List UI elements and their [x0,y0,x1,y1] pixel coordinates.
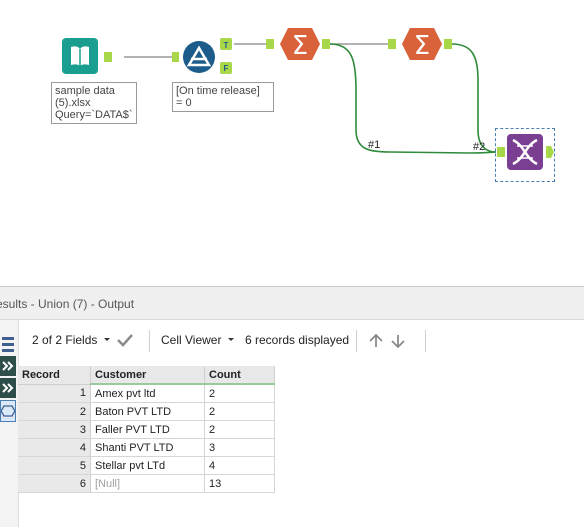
record-cell: 2 [18,402,91,421]
filter-tool-annotation: [On time release] = 0 [172,82,274,112]
connection-label-2: #2 [473,141,486,153]
fields-selector[interactable]: 2 of 2 Fields [32,333,134,347]
results-titlebar: esults - Union (7) - Output [0,286,584,320]
filter-true-anchor: T [224,41,229,50]
connection-label-1: #1 [368,139,381,151]
toolbar-divider [425,330,426,352]
anchor-input-icon[interactable] [0,378,16,398]
customer-cell[interactable]: Faller PVT LTD [90,420,205,439]
table-row[interactable]: 3 Faller PVT LTD 2 [18,420,275,439]
cell-viewer-label: Cell Viewer [161,333,222,347]
customer-cell[interactable]: Amex pvt ltd [90,384,205,403]
table-row[interactable]: 5 Stellar pvt LTd 4 [18,456,275,475]
results-toolbar: 2 of 2 Fields Cell Viewer 6 records disp… [18,324,584,358]
chevron-down-icon [228,338,235,341]
record-cell: 3 [18,420,91,439]
grid-header-row: Record Customer Count [18,366,275,385]
anchor-output-icon[interactable] [0,356,16,376]
customer-cell[interactable]: Baton PVT LTD [90,402,205,421]
customer-cell[interactable]: [Null] [90,474,205,493]
results-panel: esults - Union (7) - Output 2 of 2 Field… [0,286,584,527]
table-row[interactable]: 4 Shanti PVT LTD 3 [18,438,275,457]
records-label: 6 records displayed [245,333,350,347]
summarize-tool-1[interactable]: Σ [266,26,332,64]
results-sidebar [0,320,19,527]
count-cell[interactable]: 2 [204,384,275,403]
summarize-tool-2[interactable]: Σ [388,26,454,64]
filter-tool[interactable]: T F [172,38,236,74]
fields-label: 2 of 2 Fields [32,333,98,347]
nav-buttons [368,333,406,349]
filter-false-anchor: F [224,64,229,73]
toolbar-divider [149,330,150,352]
results-grid: Record Customer Count 1 Amex pvt ltd 2 2… [18,366,275,493]
cell-viewer-selector[interactable]: Cell Viewer [161,333,235,347]
count-cell[interactable]: 3 [204,438,275,457]
connections-layer [124,43,497,154]
table-row[interactable]: 2 Baton PVT LTD 2 [18,402,275,421]
toolbar-divider [356,330,357,352]
connection-union-input-2 [451,43,497,153]
results-title: esults - Union (7) - Output [0,297,135,311]
union-tool[interactable] [495,128,555,182]
column-header-record[interactable]: Record [18,366,91,385]
arrow-down-icon[interactable] [390,333,406,349]
arrow-up-icon[interactable] [368,333,384,349]
hexagon-icon[interactable] [0,400,16,422]
connection-union-input-1 [329,43,497,154]
workflow-canvas[interactable]: sample data (5).xlsx Query=`DATA$` T F [… [0,0,584,286]
column-header-customer[interactable]: Customer [90,366,205,385]
column-header-count[interactable]: Count [204,366,275,385]
sigma-icon: Σ [292,31,308,61]
chevron-down-icon [104,338,111,341]
input-data-tool[interactable] [62,38,126,76]
list-icon[interactable] [0,334,16,354]
count-cell[interactable]: 2 [204,420,275,439]
table-row[interactable]: 1 Amex pvt ltd 2 [18,384,275,403]
check-icon [117,334,134,347]
record-cell: 1 [18,384,91,403]
count-cell[interactable]: 2 [204,402,275,421]
customer-cell[interactable]: Shanti PVT LTD [90,438,205,457]
records-count: 6 records displayed [245,333,349,347]
count-cell[interactable]: 4 [204,456,275,475]
sigma-icon: Σ [414,31,430,61]
count-cell[interactable]: 13 [204,474,275,493]
record-cell: 5 [18,456,91,475]
input-tool-annotation: sample data (5).xlsx Query=`DATA$` [51,82,137,124]
record-cell: 6 [18,474,91,493]
customer-cell[interactable]: Stellar pvt LTd [90,456,205,475]
record-cell: 4 [18,438,91,457]
table-row[interactable]: 6 [Null] 13 [18,474,275,493]
